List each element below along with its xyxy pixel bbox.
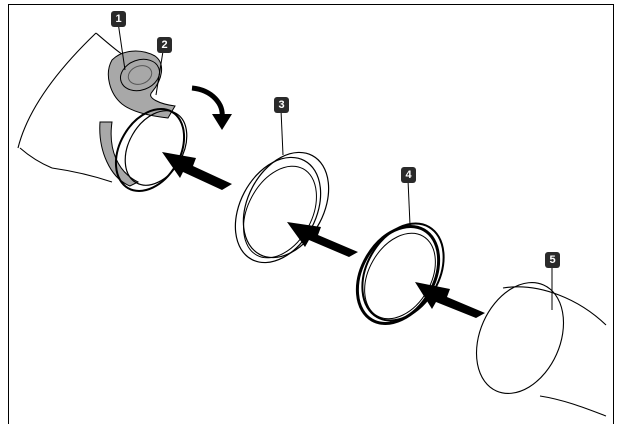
rotate-arrow: [191, 85, 232, 130]
callout-3: 3: [274, 97, 289, 113]
callout-5: 5: [545, 252, 560, 268]
leader-lines: [117, 21, 553, 310]
callout-4: 4: [401, 167, 416, 183]
camera-cylinder: [475, 282, 607, 417]
arrow-to-barrel: [162, 152, 232, 190]
callout-4-label: 4: [405, 169, 412, 181]
callout-2: 2: [157, 37, 172, 53]
part3-ring: [234, 151, 330, 264]
callout-1-label: 1: [115, 13, 121, 25]
part4-ring: [355, 222, 445, 325]
callout-2-label: 2: [161, 39, 167, 51]
arrow-to-part4: [415, 282, 485, 318]
callout-1: 1: [111, 11, 126, 27]
callout-5-label: 5: [549, 254, 555, 266]
arrow-to-part3: [287, 222, 358, 257]
callout-3-label: 3: [278, 99, 284, 111]
diagram-frame: [8, 4, 614, 424]
